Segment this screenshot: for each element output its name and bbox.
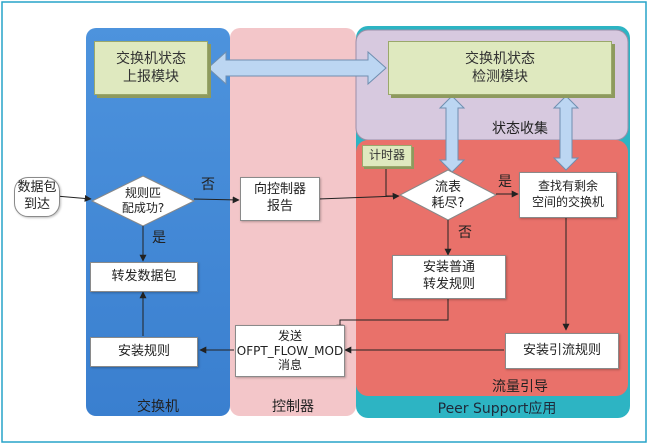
arrow-match-no [193,196,240,204]
flow-table-full-label: 流表 耗尽? [431,180,465,212]
edge-yes-2: 是 [498,174,512,190]
controller-column-panel [230,28,356,416]
edge-no-2: 否 [458,225,472,241]
sync-double-arrow [207,50,387,86]
rule-match-label: 规则匹 配成功? [121,186,165,215]
edge-yes-1: 是 [152,230,166,246]
state-collect-label: 状态收集 [492,121,548,137]
edge-no-1: 否 [201,177,215,193]
report-controller-node: 向控制器 报告 [240,177,320,221]
switch-column-panel [86,28,230,416]
install-normal-rule-node: 安装普通 转发规则 [392,255,506,299]
switch-report-module: 交换机状态 上报模块 [94,41,208,95]
peer-support-label: Peer Support应用 [437,401,557,417]
find-switch-node: 查找有剩余 空间的交换机 [519,172,617,218]
install-rule-node: 安装规则 [90,337,198,367]
forward-packet-node: 转发数据包 [90,262,198,292]
switch-detect-module: 交换机状态 检测模块 [388,41,612,95]
detect-to-find-arrow [552,95,580,171]
switch-column-label: 交换机 [137,399,179,415]
packet-arrive-node: 数据包 到达 [14,177,60,217]
timer-node: 计时器 [362,145,412,167]
arrow-packet-to-match [55,194,92,202]
controller-column-label: 控制器 [272,399,314,415]
arrow-timer-to-flowtable [385,166,399,197]
flowmod-node: 发送 OFPT_FLOW_MOD 消息 [235,325,345,377]
flow-guide-label: 流量引导 [492,379,548,395]
install-guide-rule-node: 安装引流规则 [505,333,619,369]
